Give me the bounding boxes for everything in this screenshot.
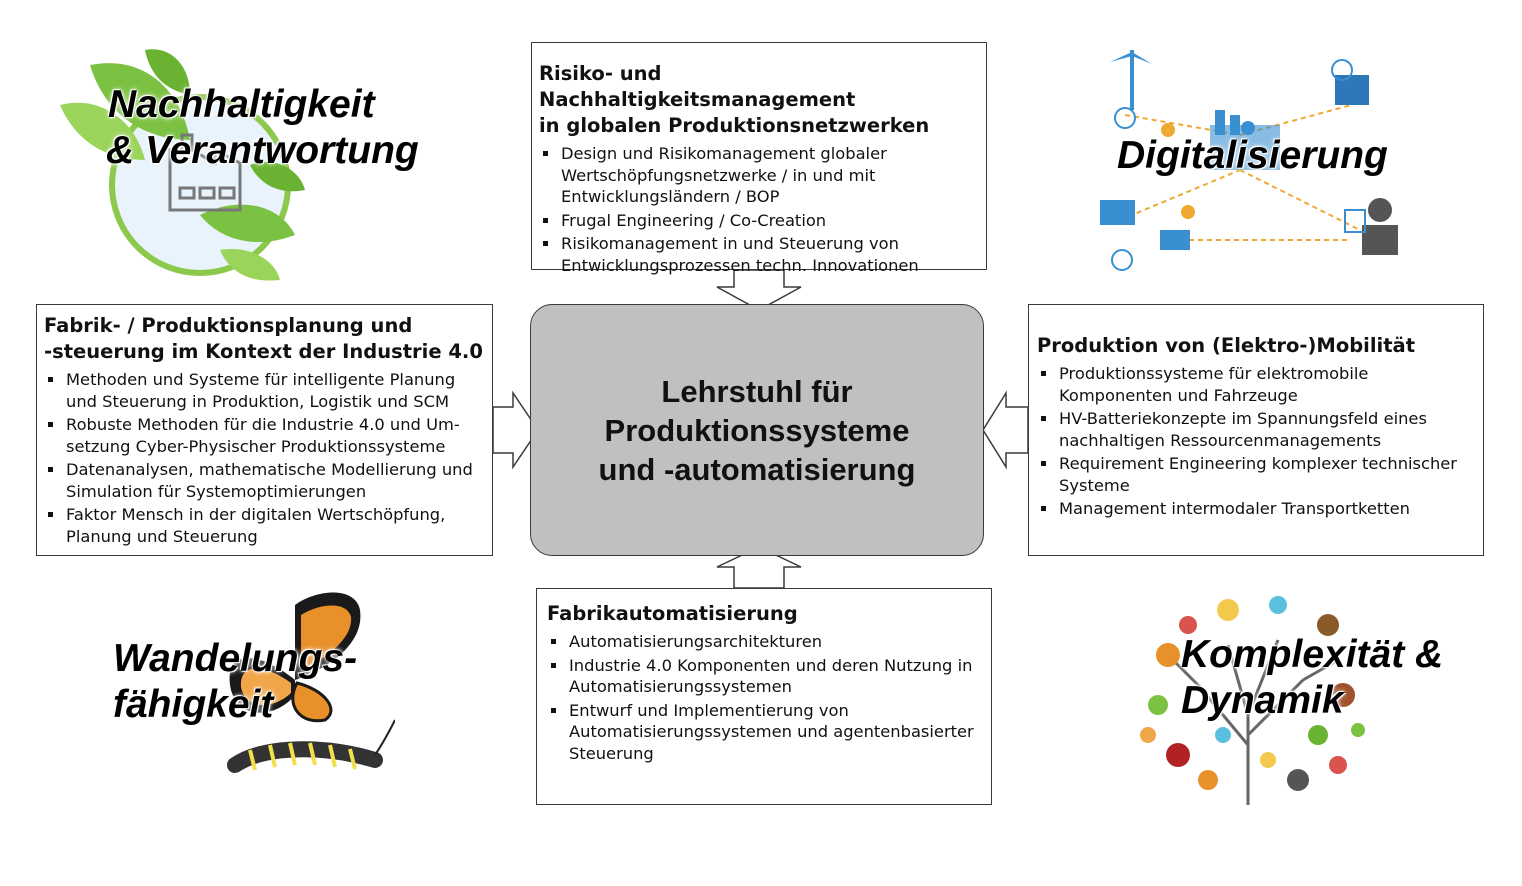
theme-line: Digitalisierung (1117, 134, 1388, 177)
complexity-tree-icon (1140, 596, 1365, 805)
title-line: Produktion von (Elektro-)Mobilität (1037, 334, 1416, 357)
box-title: Risiko- und Nachhaltigkeitsmanagement in… (539, 61, 980, 139)
list-item: HV-Batteriekonzepte im Spannungsfeld ein… (1037, 408, 1477, 451)
list-item: Frugal Engineering / Co-Creation (539, 210, 980, 232)
theme-line: & Verantwortung (106, 129, 419, 172)
center-line: und -automatisierung (598, 451, 916, 487)
list-item: Faktor Mensch in der digitalen Wertschöp… (44, 504, 486, 547)
center-line: Produktionssysteme (604, 412, 910, 448)
list-item: Produktionssysteme für elektromobile Kom… (1037, 363, 1477, 406)
list-item: Risikomanagement in und Steuerung von En… (539, 233, 980, 276)
butterfly-caterpillar-icon (227, 592, 395, 773)
title-line: in globalen Produktionsnetzwerken (539, 114, 930, 137)
theme-wandelung: Wandelungs- fähigkeit (113, 636, 357, 728)
center-chair-box: Lehrstuhl für Produktionssysteme und -au… (530, 304, 984, 556)
list-item: Datenanalysen, mathematische Modellierun… (44, 459, 486, 502)
emobility-production-box: Produktion von (Elektro-)Mobilität Produ… (1028, 304, 1484, 556)
list-item: Management intermodaler Transportketten (1037, 498, 1477, 520)
theme-line: fähigkeit (113, 683, 274, 726)
theme-line: Komplexität & (1181, 633, 1444, 676)
risk-sustainability-box: Risiko- und Nachhaltigkeitsmanagement in… (531, 42, 987, 275)
list-item: Robuste Methoden für die Industrie 4.0 u… (44, 414, 486, 457)
theme-nachhaltigkeit: Nachhaltigkeit & Verantwortung (106, 82, 419, 174)
theme-digitalisierung: Digitalisierung (1117, 133, 1388, 179)
list-item: Automatisierungsarchitekturen (547, 631, 985, 653)
list-item: Entwurf und Implementierung von Automati… (547, 700, 985, 765)
title-line: Risiko- und Nachhaltigkeitsmanagement (539, 62, 856, 111)
leaf-factory-icon (60, 49, 305, 281)
factory-automation-box: Fabrikautomatisierung Automatisierungsar… (536, 588, 992, 805)
list-item: Methoden und Systeme für intelligente Pl… (44, 369, 486, 412)
arrow-right-left (492, 390, 539, 470)
box-title: Produktion von (Elektro-)Mobilität (1037, 333, 1477, 359)
arrow-left-right (982, 390, 1029, 470)
box-title: Fabrikautomatisierung (547, 601, 985, 627)
bullet-list: Automatisierungsarchitekturen Industrie … (547, 631, 985, 764)
bullet-list: Methoden und Systeme für intelligente Pl… (44, 369, 486, 547)
factory-planning-box: Fabrik- / Produktionsplanung und -steuer… (36, 304, 493, 556)
arrow-up-bottom (716, 546, 802, 589)
list-item: Design und Risikomanagement globaler Wer… (539, 143, 980, 208)
title-line: Fabrikautomatisierung (547, 602, 798, 625)
list-item: Industrie 4.0 Komponenten und deren Nutz… (547, 655, 985, 698)
digital-network-icon (1100, 50, 1398, 271)
bullet-list: Produktionssysteme für elektromobile Kom… (1037, 363, 1477, 520)
title-line: Fabrik- / Produktionsplanung und (44, 314, 413, 337)
theme-komplexitaet: Komplexität & Dynamik (1181, 632, 1443, 724)
theme-line: Dynamik (1181, 679, 1344, 722)
arrow-down-top (716, 269, 802, 311)
center-line: Lehrstuhl für (661, 373, 853, 409)
title-line: -steuerung im Kontext der Industrie 4.0 (44, 340, 483, 363)
bullet-list: Design und Risikomanagement globaler Wer… (539, 143, 980, 276)
list-item: Requirement Engineering komplexer techni… (1037, 453, 1477, 496)
theme-line: Wandelungs- (113, 637, 358, 680)
theme-line: Nachhaltigkeit (108, 83, 375, 126)
box-title: Fabrik- / Produktionsplanung und -steuer… (44, 313, 486, 365)
